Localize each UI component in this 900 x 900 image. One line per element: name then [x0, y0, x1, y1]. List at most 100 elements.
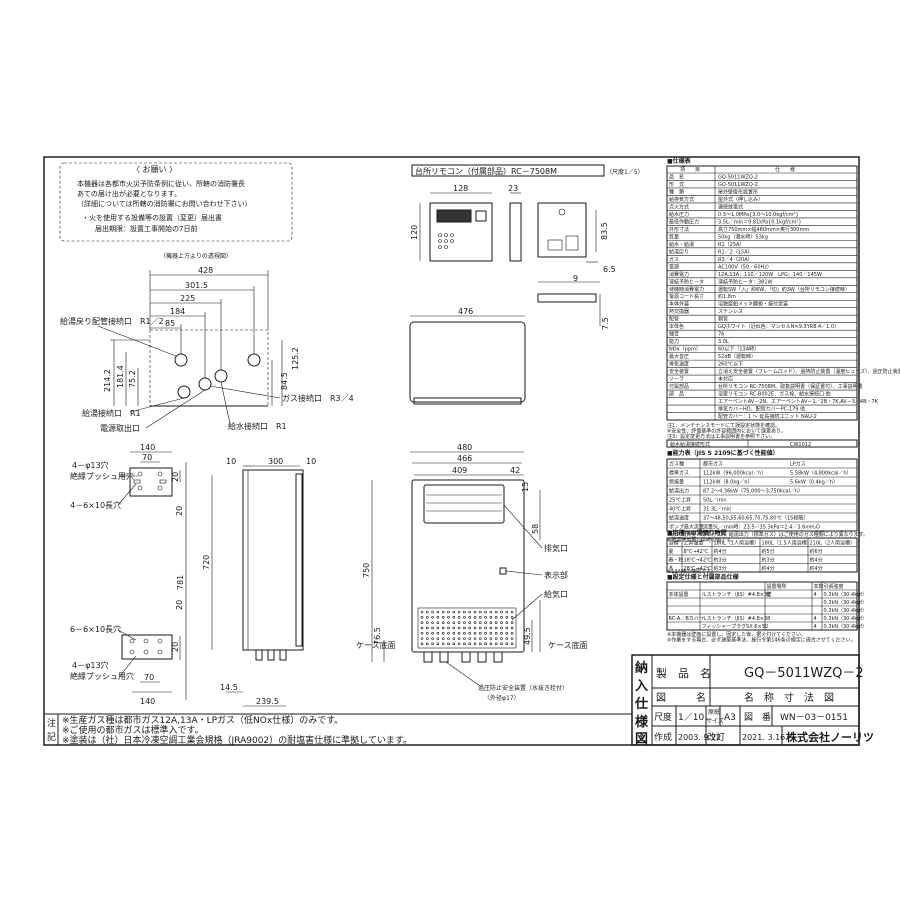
tank-title: ■浴槽への湯張り時間: [667, 529, 727, 537]
intake-hole: [473, 610, 477, 614]
dim-225: 225: [180, 294, 195, 303]
system-label: 給水給湯接続形式: [670, 441, 710, 448]
intake-hole: [436, 637, 440, 640]
dim-75-2: 75.2: [128, 370, 137, 388]
intake-hole: [468, 610, 472, 614]
intake-hole: [478, 610, 482, 614]
intake-hole: [510, 610, 514, 614]
intake-hole: [468, 615, 472, 619]
dim-476: 476: [458, 307, 473, 316]
intake-hole: [484, 621, 487, 624]
footer-line-1: ※生産ガス種は都市ガス12A,13A・LPガス（低NOx仕様）のみです。: [62, 714, 343, 726]
spec-note: ※安全性、評価基準の許容範囲内において誤差あり。: [667, 428, 786, 435]
capacity-cell-city: 37～48,50,55,60,65,70,75,80℃（15段階）: [703, 515, 808, 522]
dim-409: 409: [452, 466, 467, 475]
intake-hole: [463, 626, 466, 630]
intake-hole: [473, 631, 477, 635]
capacity-title: ■能力表（JIS S 2109に基づく性能値）: [667, 449, 779, 457]
dim-remote-23: 23: [508, 184, 518, 193]
dim-301-5: 301.5: [185, 281, 208, 290]
intake-hole: [420, 626, 424, 630]
dim-side-10b: 10: [306, 457, 316, 466]
capacity-cell-lp: LPガス: [790, 461, 806, 468]
intake-hole: [489, 626, 493, 630]
tb-original-label: 原紙: [708, 708, 720, 716]
spec-row-value: GQ-5011WZQ-2: [718, 174, 758, 180]
spec-row-item: 質量: [669, 233, 679, 240]
dim-125-2: 125.2: [291, 347, 300, 370]
remote-bottom: [537, 293, 597, 303]
intake-hole: [510, 626, 514, 630]
intake-hole: [489, 610, 493, 614]
tank-cell: 約3分: [714, 565, 727, 572]
tank-cell: 約4分: [810, 556, 823, 563]
spec-row-item: 消費電力: [669, 271, 689, 278]
intake-hole: [436, 610, 440, 614]
intake-hole: [510, 631, 514, 635]
spec-row-item: 安全装置: [669, 368, 689, 375]
front-body: [411, 479, 525, 653]
intake-hole: [484, 610, 487, 614]
capacity-note: ※ガス消費量（標準ガス）、給湯出力（標準ガス）はご使用のガス種類により異なります…: [667, 531, 868, 538]
bracket-bottom: 6－6×10長穴 20 20 4－φ13穴 絶縁ブッシュ用穴 140 70: [70, 600, 184, 706]
spec-row-value: AC100V（50／60Hz）: [718, 264, 772, 270]
spec-head-spec: 仕 様: [775, 166, 795, 173]
spec-row-item: 本体外装: [669, 301, 689, 308]
drawing-frame: [43, 156, 860, 746]
intake-hole: [420, 631, 424, 635]
spec-row-value: 約1.8m: [718, 293, 736, 300]
intake-hole: [505, 621, 509, 624]
dim-466: 466: [457, 454, 472, 463]
spec-notes: 注1：メンテナンスモードにて誤設定状態を確認。※安全性、評価基準の許容範囲内にお…: [667, 422, 786, 440]
power-port-icon: [247, 353, 261, 367]
spec-row-value: 0.3～1.0MPa{3.0～10.0kgf/cm²}: [718, 212, 799, 218]
spec-row-value: GQ-5011WZQ-2: [718, 182, 758, 188]
mount-cell: フィッシャープラグSX 6×30: [702, 623, 769, 630]
spec-row-value: 立消え安全装置（フレームロッド）、過熱防止装置（温度ヒューズ）、過圧防止装置（バ…: [718, 368, 900, 375]
intake-hole: [452, 631, 456, 635]
intake-hole: [431, 626, 434, 630]
capacity-cell-lp: 5.6kW（0.4kg／h）: [790, 480, 838, 486]
intake-hole: [468, 631, 472, 635]
intake-hole: [473, 621, 477, 624]
intake-hole: [457, 642, 461, 646]
spec-row-item: 種 類: [669, 188, 684, 195]
spec-row-item: 能力: [669, 338, 679, 345]
spec-row-item: 騒音: [669, 331, 679, 338]
intake-hole: [457, 610, 461, 614]
intake-hole: [478, 621, 482, 624]
intake-hole: [447, 626, 450, 630]
intake-hole: [494, 642, 498, 646]
intake-hole: [505, 615, 509, 619]
hot-outlet-port-icon: [177, 385, 191, 399]
spec-row-item: ソーラ: [669, 377, 684, 383]
intake-hole: [431, 610, 434, 614]
tank-cell: 夏: [669, 549, 674, 555]
capacity-cell-city: 31.3L／min: [703, 507, 731, 513]
tank-cell: 180L（1.5人用浴槽）: [762, 539, 812, 546]
dim-480: 480: [457, 443, 472, 452]
intake-hole: [447, 615, 450, 619]
intake-hole: [505, 610, 509, 614]
intake-hole: [457, 626, 461, 630]
intake-hole: [463, 637, 466, 640]
spec-row-item: 品 名: [669, 173, 684, 180]
mount-cell: ルストランチ（JIS）#4.8×38: [702, 592, 771, 598]
intake-grid: [417, 607, 517, 649]
mount-note: ※作業をする場合、必ず建築基準法、施行令第146条の規定に適合させてください。: [667, 637, 856, 644]
notice-line-2: あての届け出が必要となります。: [77, 189, 181, 198]
capacity-cell-label: 標準ガス: [669, 470, 689, 477]
dim-14-5: 14.5: [220, 683, 238, 692]
spec-row-item: 最低作動圧力: [669, 218, 699, 225]
tb-created-label: 作成: [654, 731, 672, 743]
tb-created: 2003. 9.22: [678, 733, 721, 742]
intake-hole: [468, 621, 472, 624]
remote-front: [429, 202, 493, 262]
intake-hole: [494, 610, 498, 614]
intake-hole: [441, 637, 445, 640]
spec-row-item: 部 品: [669, 391, 684, 398]
intake-hole: [468, 637, 472, 640]
spec-row-item: NOx（ppm）: [669, 347, 701, 353]
capacity-cell-lp: 5.58kW（4,800kcal／h）: [790, 471, 852, 477]
spec-row-value: 3.0L: [718, 339, 729, 345]
